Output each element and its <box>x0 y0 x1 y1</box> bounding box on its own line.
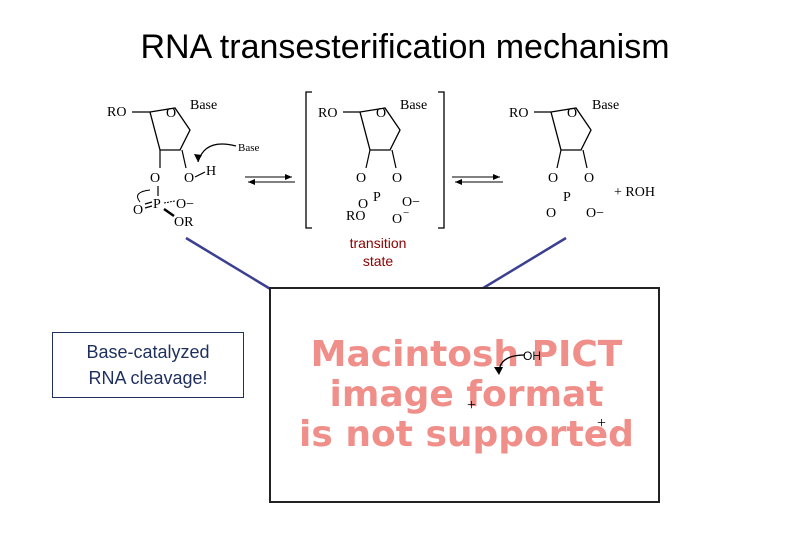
page-title: RNA transesterification mechanism <box>140 28 670 66</box>
placeholder-line-1: Macintosh PICT <box>310 334 623 375</box>
placeholder-arrow-icon <box>494 354 526 375</box>
svg-text:O: O <box>546 206 556 221</box>
svg-text:RO: RO <box>509 106 528 121</box>
connector-left <box>185 236 273 292</box>
svg-text:O: O <box>184 171 194 186</box>
svg-text:O−: O− <box>176 197 194 212</box>
reactant-molecule: RO O Base O O H P O O− OR Base <box>107 98 260 230</box>
connector-right <box>479 236 567 292</box>
svg-text:O: O <box>150 171 160 186</box>
svg-text:O: O <box>392 171 402 186</box>
svg-text:O: O <box>356 171 366 186</box>
equilibrium-arrow-2 <box>452 174 503 185</box>
svg-text:O: O <box>567 106 577 121</box>
svg-text:O−: O− <box>586 206 604 221</box>
svg-text:RO: RO <box>346 209 365 224</box>
svg-text:P: P <box>373 190 381 205</box>
svg-text:Base: Base <box>400 98 427 113</box>
plus-sign-2: + <box>597 415 607 432</box>
hydroxide-label: OH <box>523 349 541 363</box>
ro-label: RO <box>107 105 126 120</box>
svg-text:O: O <box>548 171 558 186</box>
svg-text:O: O <box>392 212 402 227</box>
base-catalyst-label: Base <box>238 142 260 154</box>
base-catalyzed-note: Base-catalyzed RNA cleavage! <box>52 332 244 398</box>
transition-state-molecule: RO O Base O O P O O− RO O − <box>305 91 445 229</box>
svg-text:Base: Base <box>592 98 619 113</box>
equilibrium-arrow-1 <box>245 174 295 185</box>
proton-label: H <box>206 164 216 179</box>
plus-sign-1: + <box>467 397 477 414</box>
product-molecule: RO O Base O O P O O− + ROH <box>509 98 655 221</box>
unsupported-image-placeholder: Macintosh PICT image format is not suppo… <box>269 287 660 503</box>
svg-text:O: O <box>584 171 594 186</box>
svg-text:OR: OR <box>174 215 194 230</box>
transition-state-label: transition state <box>349 235 407 269</box>
roh-label: + ROH <box>614 185 655 200</box>
svg-text:O: O <box>376 106 386 121</box>
svg-text:O−: O− <box>402 195 420 210</box>
svg-text:RO: RO <box>318 106 337 121</box>
svg-text:P: P <box>563 190 571 205</box>
phosphorus-label: P <box>153 197 161 212</box>
svg-text:−: − <box>403 207 409 219</box>
placeholder-line-2: image format <box>329 374 604 415</box>
placeholder-line-3: is not supported <box>299 414 634 455</box>
ring-oxygen: O <box>166 106 176 121</box>
svg-text:O: O <box>358 197 368 212</box>
base-label: Base <box>190 98 217 113</box>
svg-text:O: O <box>133 203 143 218</box>
